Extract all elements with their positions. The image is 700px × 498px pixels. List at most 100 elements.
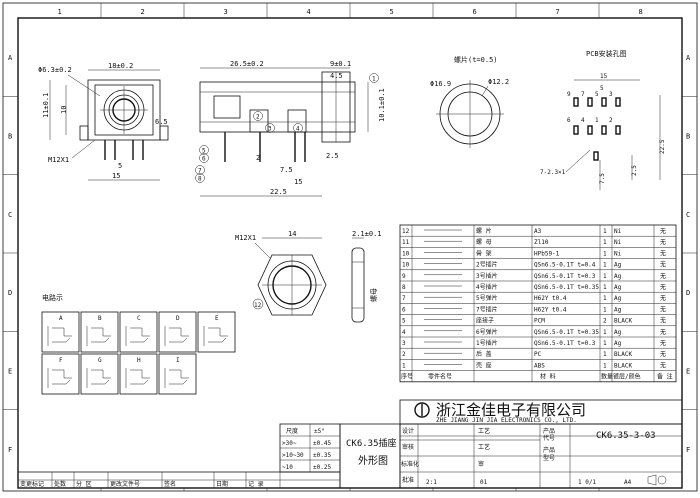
- title-line1: CK6.35插座: [346, 437, 397, 449]
- circuit-cell: [158, 353, 197, 395]
- circuit-label: I: [176, 357, 180, 364]
- company-cn: 浙江金佳电子有限公司: [436, 401, 586, 419]
- leader-hole: [67, 74, 101, 97]
- circuit-cell: [197, 311, 236, 353]
- projection-symbol: [657, 475, 667, 485]
- row-label: F: [8, 446, 12, 454]
- pcb-hole-bottom: [573, 125, 579, 135]
- tol-value: ±0.45: [313, 440, 331, 447]
- row-label: B: [8, 133, 12, 141]
- circuit-contact: [91, 369, 111, 379]
- thr-side-profile: [351, 247, 365, 323]
- bom-qty: 1: [603, 329, 607, 336]
- row-label-right: A: [686, 54, 691, 62]
- bom-material: A3: [534, 228, 542, 235]
- pcb-w5: 5: [600, 85, 604, 92]
- bom-finish: Ag: [614, 329, 622, 336]
- callout-circle: [253, 111, 263, 121]
- lbl-review: 审: [478, 460, 484, 468]
- col-label: 1: [58, 8, 62, 16]
- circuit-cell: [80, 311, 119, 353]
- bom-qty: 1: [603, 284, 607, 291]
- thr-width: 14: [288, 230, 296, 238]
- callout-circle: [265, 123, 275, 133]
- col-label: 7: [556, 8, 560, 16]
- revision-header: 变更标记: [20, 480, 44, 488]
- bom-no: 10: [402, 250, 410, 257]
- pcb-pin-label: 6: [567, 117, 571, 124]
- bom-qty: 1: [603, 362, 607, 369]
- callout-number: 2: [256, 114, 260, 121]
- bom-note: 无: [660, 228, 666, 235]
- tol-range: >30~: [282, 440, 297, 447]
- pcb-hole-top: [573, 97, 579, 107]
- nut-view: 螺片(t=0.5) Φ16.9 Φ12.2: [430, 55, 509, 148]
- thr-thick: 2.1±0.1: [352, 230, 382, 238]
- pcb-pin-label: 9: [567, 91, 571, 98]
- bom-note: 无: [660, 273, 666, 280]
- bom-note: 无: [660, 329, 666, 336]
- bom-qty: 1: [603, 295, 607, 302]
- dim-b: 2.5: [326, 152, 339, 160]
- circuit-label: H: [137, 357, 141, 364]
- callout-circle: [199, 153, 209, 163]
- circuit-contact: [130, 327, 150, 337]
- sheets: A4: [624, 479, 632, 486]
- circuit-label: D: [176, 315, 180, 322]
- bom-qty: 1: [603, 239, 607, 246]
- dim-d: 15: [294, 178, 302, 186]
- row-label: D: [8, 289, 12, 297]
- dim-a: 2: [256, 154, 260, 162]
- bom-material: ABS: [534, 362, 545, 369]
- circuit-cell: [119, 353, 158, 395]
- bom-note: 无: [660, 295, 666, 302]
- lbl-design: 设计: [402, 427, 414, 435]
- dim-side-height: 10.1±0.1: [378, 88, 386, 122]
- front-body: [87, 79, 161, 141]
- bom-finish: Ni: [614, 239, 622, 246]
- bom-material: PCM: [534, 318, 545, 325]
- dim-base: 15: [112, 172, 120, 180]
- callout-number: 8: [198, 176, 202, 183]
- thr-label: 螺母: [369, 288, 378, 302]
- circuit-label: A: [59, 315, 63, 322]
- revision-header: 分 区: [76, 480, 92, 488]
- circuit-title: 电路示: [42, 293, 63, 302]
- col-label: 4: [307, 8, 311, 16]
- pcb-hole-top: [587, 97, 593, 107]
- lbl-tech: 工艺: [478, 443, 490, 451]
- circuit-label: C: [137, 315, 141, 322]
- bom-finish: Ni: [614, 228, 622, 235]
- circuit-spring: [130, 337, 149, 343]
- row-label: C: [8, 211, 12, 219]
- bom-name: 螺 片: [476, 227, 492, 235]
- dim-width: 18±0.2: [108, 62, 133, 70]
- bom-finish: Ag: [614, 340, 622, 347]
- pcb-pin-label: 3: [609, 91, 613, 98]
- lbl-product: 产品: [543, 427, 555, 435]
- revision-header: 签名: [164, 480, 176, 488]
- column-ticks: 1 2 3 4 5 6 7 8: [58, 3, 643, 491]
- scale: 2:1: [426, 479, 437, 486]
- bom-finish: Ag: [614, 284, 622, 291]
- front-inner: [94, 84, 154, 136]
- callout-circle: [293, 123, 303, 133]
- bom-name: 7号插片: [476, 305, 498, 313]
- bom-material: HPb59-1: [534, 250, 560, 257]
- pcb-pin-label: 7: [581, 91, 585, 98]
- pcb-title: PCB安装孔图: [586, 49, 627, 58]
- bom-name: 4号插片: [476, 283, 498, 291]
- bom-no: 2: [402, 351, 406, 358]
- thr-thread-leader: [254, 242, 271, 259]
- side-body: [199, 81, 356, 133]
- front-view: 18±0.2 Φ6.3±0.2 11±0.1 10 6.5 M12X1 5 15: [38, 62, 169, 181]
- bom-h-name: 零件名号: [428, 373, 452, 381]
- bom-name: 座接子: [476, 317, 494, 325]
- side-window: [213, 95, 241, 119]
- col-label: 5: [390, 8, 394, 16]
- bom-name: 6号弹片: [476, 328, 498, 336]
- leader-thread: [71, 139, 96, 159]
